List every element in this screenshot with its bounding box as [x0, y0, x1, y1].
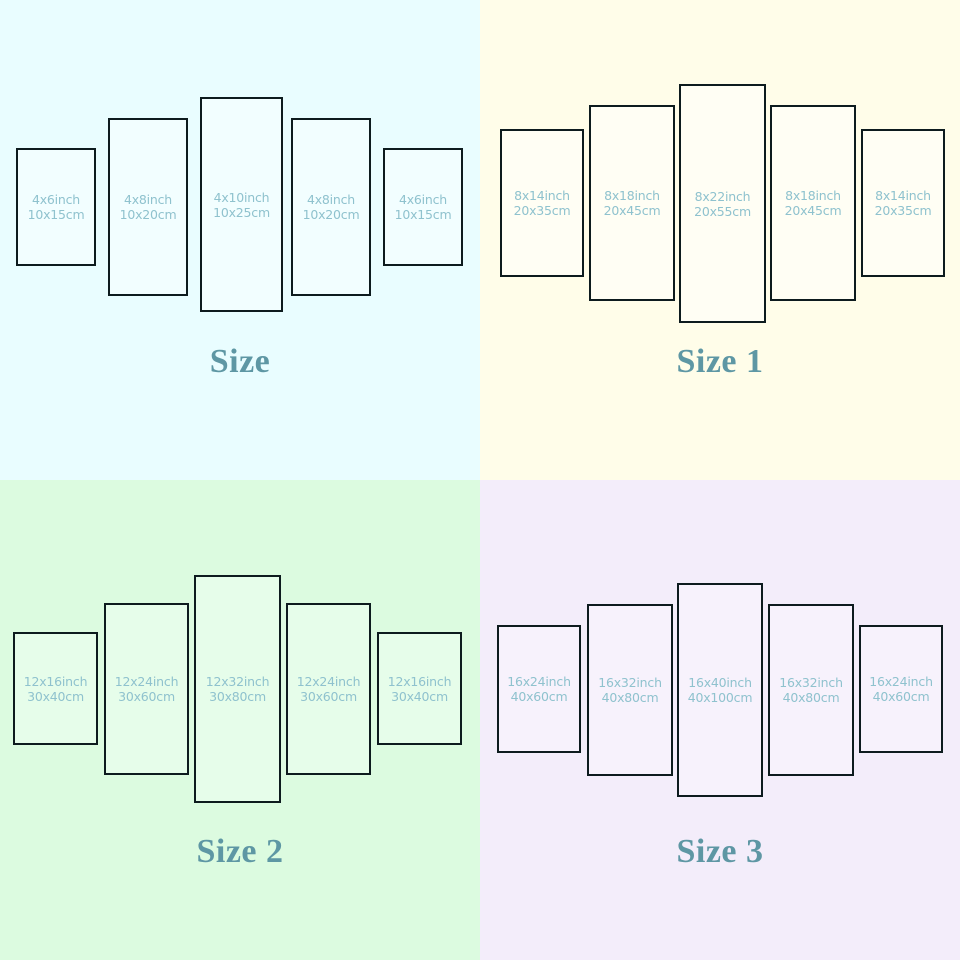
panel-size-centimeters: 20x35cm [874, 203, 932, 218]
group-title-size-3: Size 3 [676, 833, 764, 870]
panel-size-centimeters: 20x45cm [784, 203, 842, 218]
group-title-size: Size [209, 343, 271, 380]
panel-size-centimeters: 40x80cm [601, 690, 659, 705]
panel-size-centimeters: 40x60cm [510, 689, 568, 704]
panel-size-centimeters: 20x55cm [694, 203, 751, 219]
panel-size-inches: 8x14inch [875, 188, 931, 203]
panel-size-inches: 8x18inch [785, 188, 841, 203]
panel-size-centimeters: 30x60cm [300, 689, 357, 704]
panel-size-inches: 16x32inch [779, 675, 843, 690]
panel-size-inches: 8x18inch [604, 188, 660, 203]
panel-size-inches: 16x40inch [688, 675, 752, 690]
panel-size-inches: 4x6inch [31, 192, 81, 207]
panel-size-inches: 8x14inch [514, 188, 570, 203]
panel-size-centimeters: 40x100cm [687, 690, 753, 705]
group-title-size-1: Size 1 [676, 343, 764, 380]
panel-size-centimeters: 40x60cm [872, 689, 930, 704]
panel-size-centimeters: 30x80cm [209, 689, 266, 704]
panel-size-inches: 16x24inch [869, 674, 933, 689]
panel-size-inches: 12x32inch [205, 674, 270, 689]
panel-size-centimeters: 10x20cm [302, 207, 360, 222]
panel-size-inches: 16x24inch [507, 674, 571, 689]
panel-size-centimeters: 10x15cm [27, 207, 85, 222]
panel-size-centimeters: 30x60cm [118, 689, 175, 704]
panel-size-inches: 12x24inch [296, 674, 361, 689]
panel-size-inches: 8x22inch [694, 188, 751, 204]
panel-size-centimeters: 10x15cm [394, 207, 452, 222]
panel-size-centimeters: 40x80cm [782, 690, 840, 705]
group-title-size-2: Size 2 [196, 833, 284, 870]
panel-size-inches: 12x16inch [23, 673, 88, 689]
panel-size-inches: 12x16inch [387, 673, 452, 689]
panel-size-centimeters: 20x35cm [513, 203, 571, 218]
panel-size-inches: 16x32inch [598, 675, 662, 690]
panel-size-centimeters: 10x20cm [119, 207, 177, 222]
panel-size-inches: 4x6inch [398, 192, 448, 207]
panel-size-centimeters: 30x40cm [391, 688, 448, 704]
panel-size-centimeters: 20x45cm [603, 203, 661, 218]
panel-size-inches: 12x24inch [114, 674, 179, 689]
panel-size-inches: 4x8inch [306, 192, 356, 207]
panel-size-inches: 4x8inch [123, 192, 173, 207]
panel-size-centimeters: 30x40cm [27, 688, 84, 704]
panel-size-inches: 4x10inch [213, 189, 270, 205]
panel-size-centimeters: 10x25cm [213, 204, 270, 220]
